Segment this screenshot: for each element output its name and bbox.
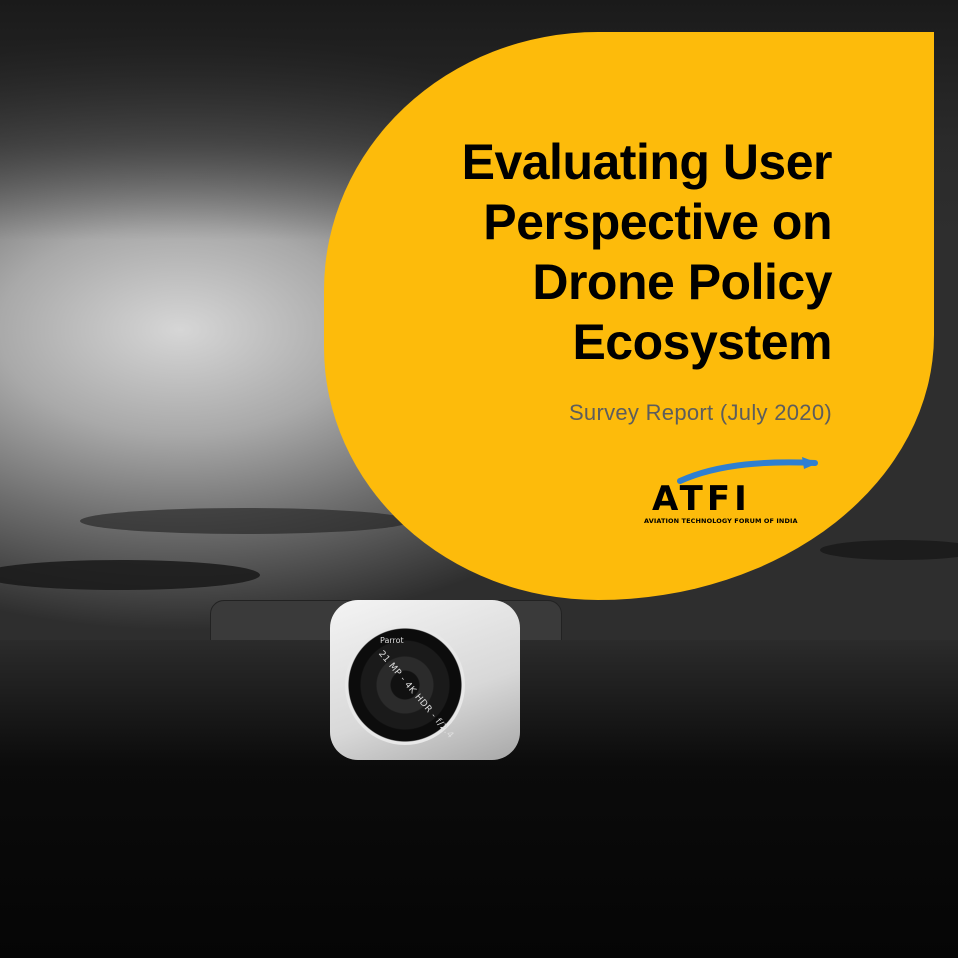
- title-panel: [324, 32, 934, 600]
- report-title: Evaluating User Perspective on Drone Pol…: [461, 134, 833, 370]
- logo-mark: ATFI: [652, 479, 751, 519]
- propeller-back: [80, 508, 410, 534]
- logo-caption: AVIATION TECHNOLOGY FORUM OF INDIA: [644, 517, 798, 525]
- atfi-logo: ATFI AVIATION TECHNOLOGY FORUM OF INDIA: [640, 455, 820, 545]
- propeller-left: [0, 560, 260, 590]
- swoosh-icon: [677, 457, 818, 484]
- lens-brand-text: Parrot: [380, 636, 404, 645]
- propeller-right: [820, 540, 958, 560]
- report-subtitle: Survey Report (July 2020): [568, 400, 832, 425]
- camera-lens-icon: [345, 625, 465, 745]
